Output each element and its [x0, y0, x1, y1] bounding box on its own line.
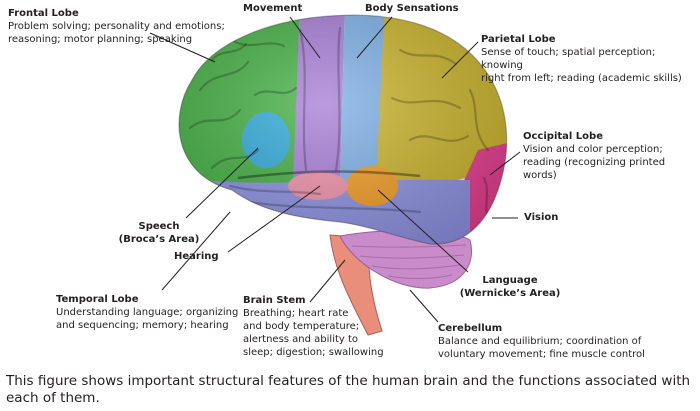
- leader-body-sensations: [356, 16, 393, 59]
- leader-cerebellum: [409, 289, 439, 323]
- occipital-lobe-label: Occipital Lobe Vision and color percepti…: [523, 130, 700, 182]
- leader-brain-stem: [309, 259, 346, 303]
- speech-title: Speech: [138, 221, 180, 232]
- brain-stem-title: Brain Stem: [243, 295, 306, 306]
- temporal-lobe-label: Temporal Lobe Understanding language; or…: [56, 293, 238, 332]
- language-title: Language: [482, 275, 538, 286]
- parietal-lobe-label: Parietal Lobe Sense of touch; spatial pe…: [481, 33, 700, 85]
- temporal-lobe-desc-1: Understanding language; organizing: [56, 307, 239, 318]
- cerebellum-folds: [351, 244, 467, 280]
- frontal-lobe-label: Frontal Lobe Problem solving; personalit…: [8, 7, 225, 46]
- occipital-lobe-title: Occipital Lobe: [523, 131, 603, 142]
- leader-parietal: [441, 41, 479, 79]
- movement-label: Movement: [243, 3, 303, 14]
- speech-subtitle: (Broca’s Area): [118, 234, 200, 245]
- parietal-lobe-desc-1: Sense of touch; spatial perception; know…: [481, 47, 656, 71]
- gyri-texture: [188, 26, 494, 228]
- leader-speech: [185, 147, 259, 219]
- frontal-lobe-desc-2: reasoning; motor planning; speaking: [8, 34, 193, 45]
- lateral-fissure: [237, 170, 421, 180]
- body-sensations-label: Body Sensations: [365, 3, 459, 14]
- cerebellum-desc-1: Balance and equilibrium; coordination of: [438, 336, 642, 347]
- leader-occipital: [489, 151, 521, 176]
- cerebellum-label: Cerebellum Balance and equilibrium; coor…: [438, 322, 645, 361]
- leader-hearing: [227, 185, 321, 253]
- figure-caption: This figure shows important structural f…: [6, 373, 691, 406]
- temporal-lobe-desc-2: and sequencing; memory; hearing: [56, 320, 229, 331]
- leader-language: [377, 189, 469, 273]
- language-label: Language (Wernicke’s Area): [452, 274, 568, 300]
- leader-lines: [149, 16, 521, 323]
- brain-stem-desc-4: sleep; digestion; swallowing: [243, 347, 384, 358]
- vision-label: Vision: [524, 212, 559, 223]
- brain-stem-desc-1: Breathing; heart rate: [243, 308, 349, 319]
- leader-temporal: [161, 211, 231, 291]
- speech-label: Speech (Broca’s Area): [118, 220, 200, 246]
- frontal-lobe-title: Frontal Lobe: [8, 8, 79, 19]
- temporal-lobe-title: Temporal Lobe: [56, 294, 139, 305]
- language-subtitle: (Wernicke’s Area): [459, 288, 561, 299]
- leader-frontal: [149, 32, 216, 63]
- occipital-lobe-desc-2: reading (recognizing printed words): [523, 157, 666, 181]
- brain-stem-desc-3: alertness and ability to: [243, 334, 359, 345]
- cerebellum-desc-2: voluntary movement; fine muscle control: [438, 349, 645, 360]
- cerebellum-title: Cerebellum: [438, 323, 503, 334]
- brain-stem-label: Brain Stem Breathing; heart rate and bod…: [243, 294, 384, 359]
- hearing-label: Hearing: [174, 251, 219, 262]
- frontal-lobe-desc-1: Problem solving; personality and emotion…: [8, 21, 225, 32]
- brain-stem-desc-2: and body temperature;: [243, 321, 360, 332]
- leader-movement: [289, 16, 321, 59]
- parietal-lobe-title: Parietal Lobe: [481, 34, 556, 45]
- occipital-lobe-desc-1: Vision and color perception;: [523, 144, 663, 155]
- parietal-lobe-desc-2: right from left; reading (academic skill…: [481, 73, 682, 84]
